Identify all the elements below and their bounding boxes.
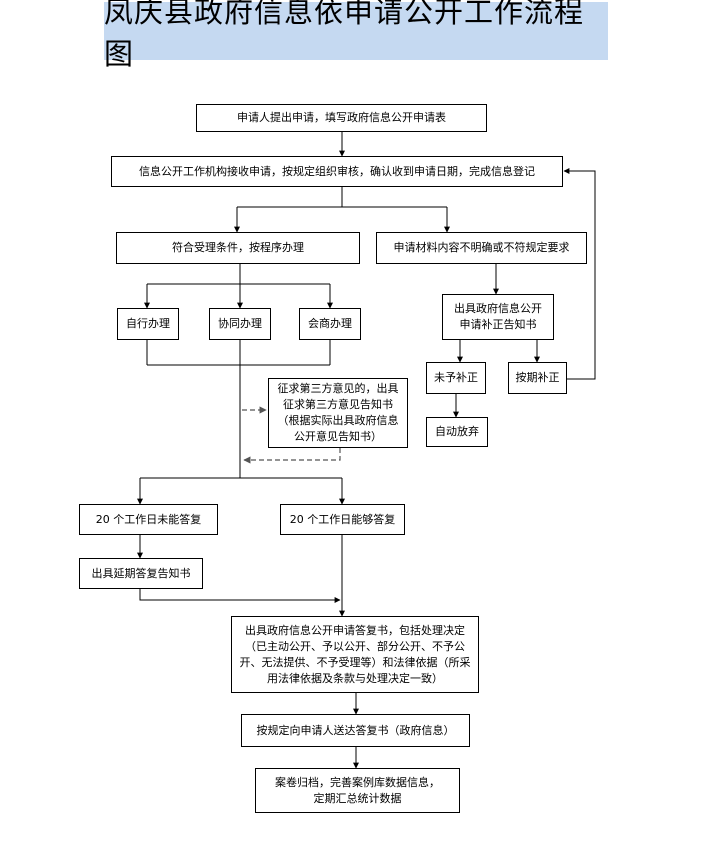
node-in-20-days: 20 个工作日能够答复 — [280, 504, 405, 535]
page-title: 凤庆县政府信息依申请公开工作流程图 — [104, 0, 608, 71]
node-apply: 申请人提出申请，填写政府信息公开申请表 — [196, 104, 487, 132]
node-no-correction: 未予补正 — [426, 362, 486, 394]
node-not-in-20-days: 20 个工作日未能答复 — [79, 504, 218, 535]
node-qualified: 符合受理条件，按程序办理 — [116, 232, 360, 264]
node-self-handle: 自行办理 — [117, 308, 179, 340]
node-unclear: 申请材料内容不明确或不符规定要求 — [376, 232, 587, 264]
node-deliver: 按规定向申请人送达答复书（政府信息） — [241, 714, 470, 747]
node-timely-correction: 按期补正 — [508, 362, 567, 394]
node-reply: 出具政府信息公开申请答复书，包括处理决定（已主动公开、予以公开、部分公开、不予公… — [231, 616, 479, 693]
node-correction-notice: 出具政府信息公开申请补正告知书 — [442, 294, 554, 340]
node-third-party: 征求第三方意见的，出具征求第三方意见告知书（根据实际出具政府信息公开意见告知书） — [268, 378, 408, 448]
node-cooperate-handle: 协同办理 — [209, 308, 271, 340]
node-extension-notice: 出具延期答复告知书 — [79, 558, 203, 589]
node-auto-abandon: 自动放弃 — [426, 417, 488, 447]
node-archive: 案卷归档，完善案例库数据信息，定期汇总统计数据 — [255, 768, 460, 813]
node-consult-handle: 会商办理 — [299, 308, 361, 340]
node-accept: 信息公开工作机构接收申请，按规定组织审核，确认收到申请日期，完成信息登记 — [111, 156, 563, 187]
